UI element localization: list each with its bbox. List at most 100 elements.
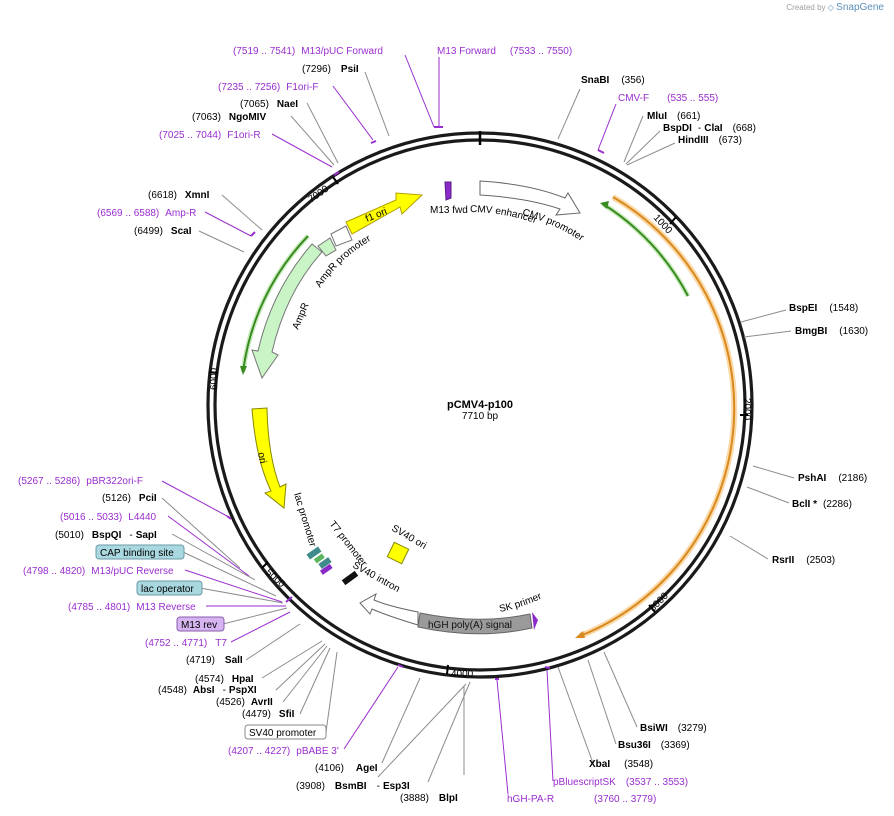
primer-m13puc-rev: (4798 .. 4820)M13/pUC Reverse: [23, 566, 174, 577]
feature-ori-arrow: [251, 407, 287, 509]
site-hindiii: HindIII(673): [678, 135, 742, 146]
leader-blpi-b: [427, 681, 471, 783]
feature-t7-box: [313, 553, 325, 564]
tick-mark-6000: [208, 371, 219, 374]
box-label-cap-binding-site: CAP binding site: [100, 548, 174, 559]
feature-sv40-intron-bar: [341, 570, 359, 586]
primer-t7: (4752 .. 4771)T7: [145, 638, 227, 649]
feature-sk-primer-arrow: [532, 612, 538, 630]
orf-left-line: [242, 235, 309, 373]
site-bsu36i: Bsu36I(3369): [618, 740, 690, 751]
leader-m13puc-fwd: [404, 54, 435, 128]
leader-m13puc-rev: [184, 569, 283, 603]
feature-label-m13fwd: M13 fwd: [430, 205, 468, 216]
leader-f1orir: [271, 133, 333, 168]
site-scai: (6499)ScaI: [134, 226, 192, 237]
feature-ampr-promoter-box: [317, 237, 337, 257]
feature-sv40-promoter-arrow: [359, 592, 419, 626]
primer-mark-pbluescriptsk: [544, 666, 551, 669]
site-bsiwi: BsiWI(3279): [640, 723, 707, 734]
primer-pbluescriptsk: pBluescriptSK(3537 .. 3553): [553, 777, 688, 788]
snapgene-logo-icon: ◇: [827, 3, 834, 12]
feature-label-lac-promoter: lac promoter: [291, 492, 318, 549]
leader-scai: [198, 230, 245, 253]
snapgene-credit: Created by ◇ SnapGene: [786, 2, 884, 13]
site-pcii: (5126)PciI: [102, 493, 157, 504]
leader-hghpar: [496, 679, 509, 795]
feature-label-f1-ori: f1 ori: [364, 206, 389, 225]
primer-labels: CMV-F(535 .. 555) pBluescriptSK(3537 .. …: [18, 46, 718, 805]
orf-left-arrow-icon: [240, 366, 247, 375]
site-psii: (7296)PsiI: [302, 64, 359, 75]
primer-pbr322orif: (5267 .. 5286)pBR322ori-F: [18, 476, 143, 487]
tick-mark-4000: [446, 664, 449, 675]
box-sv40-promoter: [244, 724, 327, 740]
leader-sv40promoter: [325, 651, 338, 733]
feature-label-sk-primer: SK primer: [498, 591, 544, 615]
orf-orange-arrow-icon: [575, 631, 585, 638]
site-mlui: MluI(661): [647, 111, 700, 122]
leader-mlui: [623, 115, 644, 163]
tick-mark-5000: [261, 561, 269, 569]
box-cap-binding-site: [95, 544, 185, 560]
leader-xmni: [221, 194, 263, 231]
leader-bspei: [740, 309, 787, 323]
feature-m13fwd-arrow: [444, 181, 452, 201]
tick-mark-3000: [648, 604, 656, 613]
leader-bsu36i: [587, 659, 617, 745]
feature-small-promoter-box: [330, 225, 353, 247]
site-ngomiv: (7063)NgoMIV: [192, 112, 266, 123]
site-sali: (4719)SalI: [186, 655, 243, 666]
leader-ampr: [204, 211, 252, 237]
primer-f1orif: (7235 .. 7256)F1ori-F: [218, 82, 319, 93]
orf-track-orange: [575, 194, 738, 639]
site-labels: SnaBI(356) MluI(661) BspDI-ClaI(668) Hin…: [55, 64, 868, 804]
site-avrii: (4526)AvrII: [216, 697, 273, 708]
orf-orange-line: [579, 196, 736, 637]
site-naei: (7065)NaeI: [240, 99, 298, 110]
feature-cap-binding-box: [306, 546, 322, 560]
leader-hindiii: [626, 142, 676, 166]
site-bsmbi: (3908)BsmBI-Esp3I: [296, 781, 410, 792]
site-pshai: PshAI(2186): [798, 473, 867, 484]
leader-absi: [275, 643, 326, 691]
boxed-labels: SV40 promoter CAP binding site lac opera…: [95, 544, 327, 740]
leader-f1orif: [332, 85, 374, 141]
feature-sv40-ori-box: [386, 541, 410, 565]
feature-label-sv40-intron: SV40 intron: [351, 560, 402, 595]
primer-hghpar: hGH-PA-R(3760 .. 3779): [507, 794, 656, 805]
box-m13-rev: [176, 616, 225, 632]
leader-l4440: [167, 515, 250, 577]
feature-ampr-arrow: [251, 243, 323, 380]
feature-label-ori: ori: [255, 451, 268, 464]
leader-pbluescriptsk: [546, 669, 554, 782]
orf-upper-line: [602, 203, 689, 297]
site-agei: (4106)AgeI: [315, 763, 378, 774]
leader-bmgbi: [743, 330, 792, 338]
feature-lac-operator-box: [318, 557, 332, 569]
leader-xbai: [557, 666, 594, 764]
leader-pshai: [752, 465, 795, 479]
site-xbai: XbaI(3548): [589, 759, 653, 770]
tick-label-2000: 2000: [741, 398, 752, 421]
feature-cmv-enhancer-arrow: [479, 180, 581, 216]
primer-l4440: (5016 .. 5033)L4440: [60, 512, 157, 523]
tick-label-5000: 5000: [263, 567, 287, 590]
tick-mark-7000: [332, 176, 339, 185]
leader-rsrii: [729, 535, 769, 560]
leader-snabi: [557, 88, 581, 140]
feature-label-ampr: AmpR: [291, 301, 312, 331]
orf-upper-arrow-icon: [600, 201, 609, 209]
tick-label-4000: 4000: [451, 669, 474, 680]
primer-m13rev-range: (4785 .. 4801)M13 Reverse: [68, 602, 196, 613]
site-hpai: (4574)HpaI: [195, 674, 254, 685]
leader-lines: [161, 54, 795, 795]
primer-marks: [226, 126, 605, 680]
leader-pbabe3: [343, 666, 399, 750]
leader-pcii: [161, 497, 241, 569]
leader-m13rev-box: [222, 607, 288, 625]
site-absi: (4548)AbsI-PspXI: [158, 685, 257, 696]
primer-mark-ampr: [250, 231, 256, 237]
leader-pbr322orif: [161, 480, 228, 517]
